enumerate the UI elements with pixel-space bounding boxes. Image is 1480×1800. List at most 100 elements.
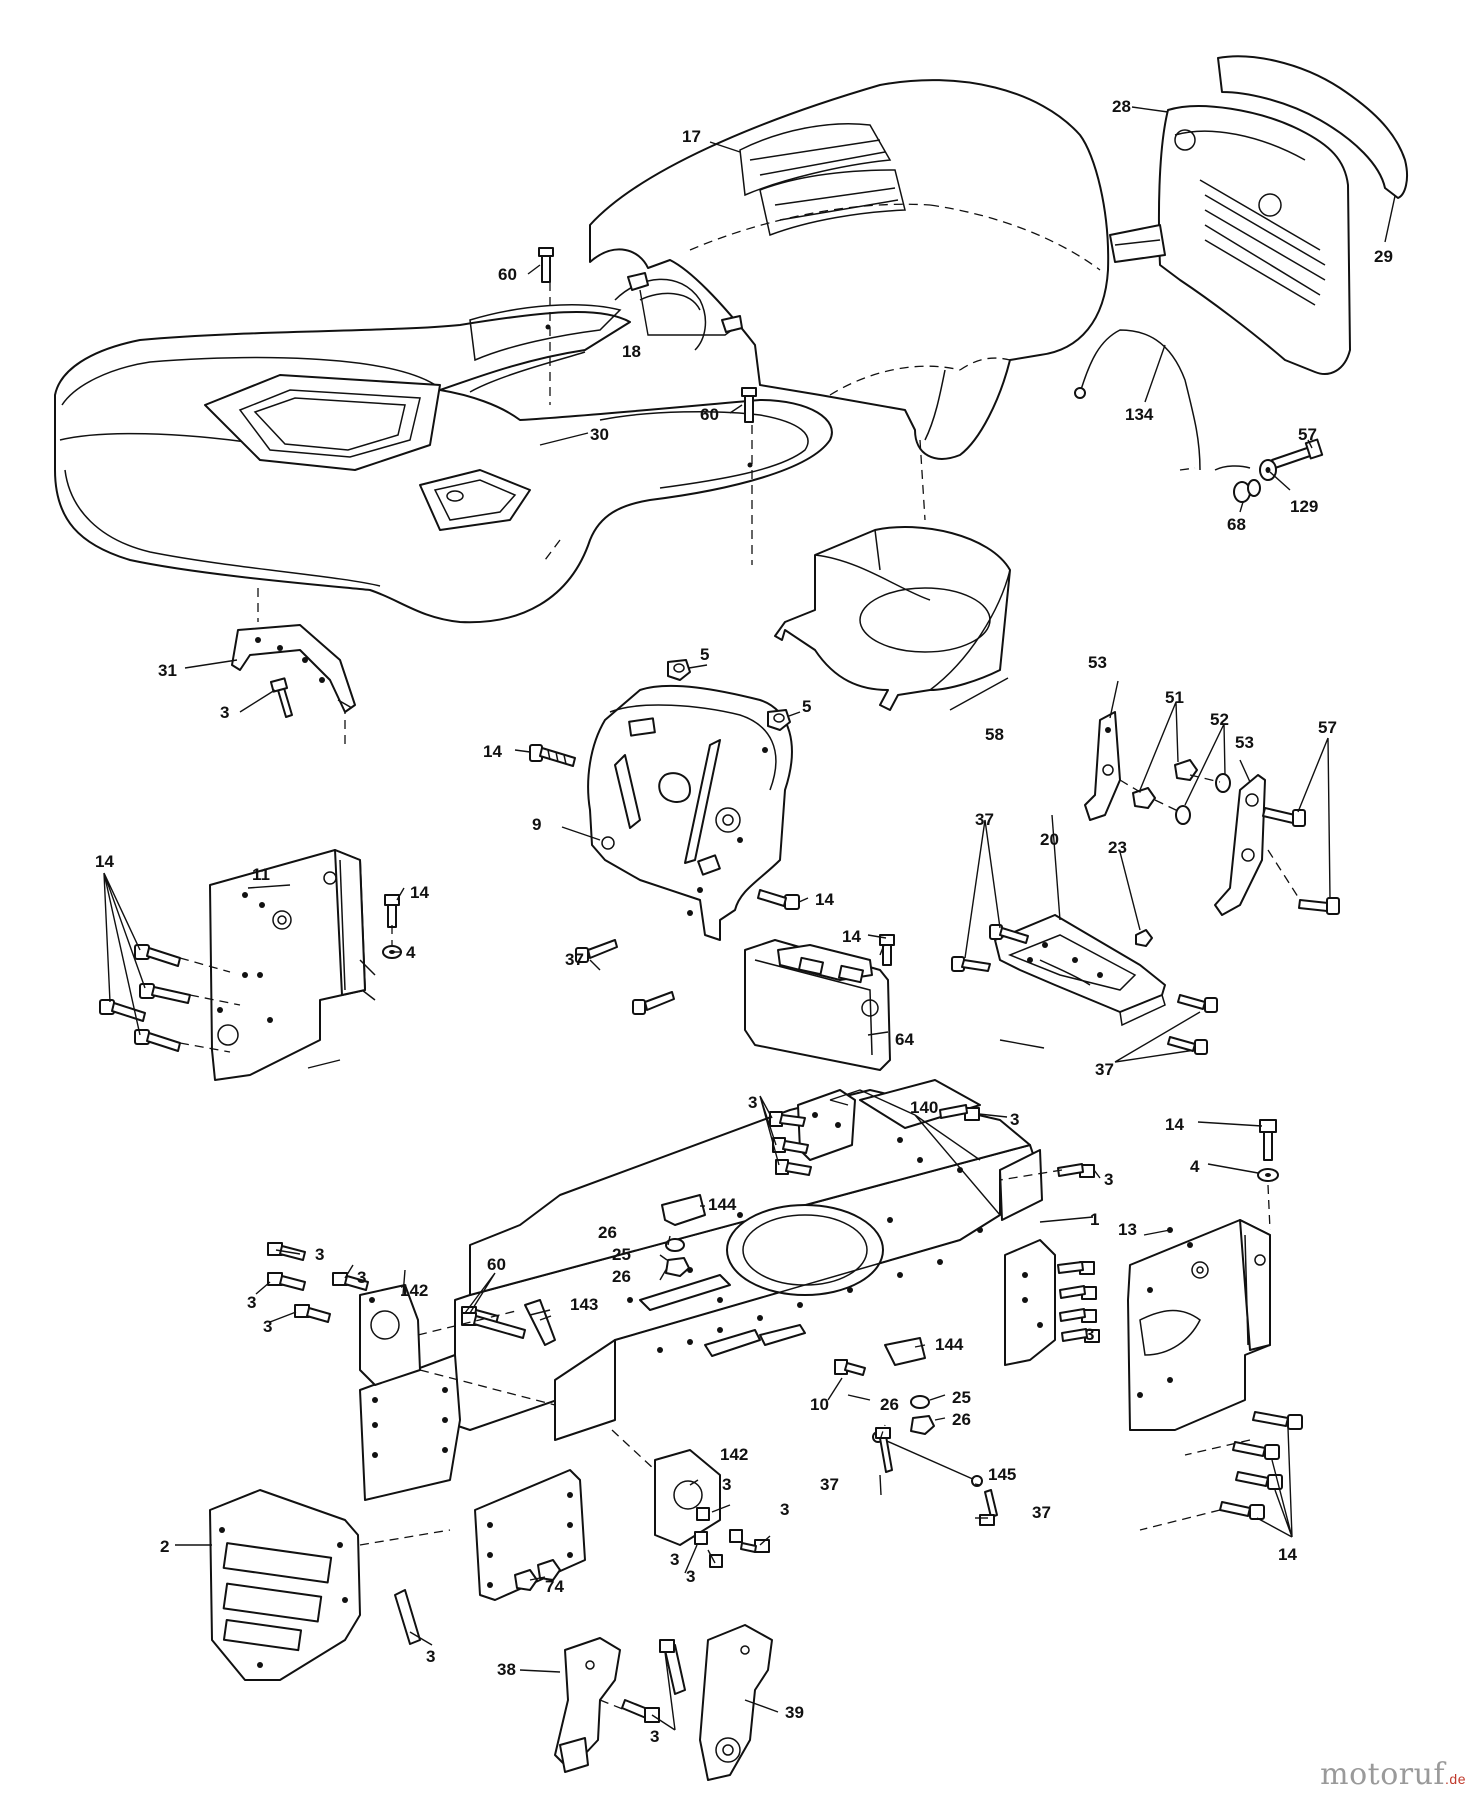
callout-3: 3 (263, 1317, 272, 1336)
callout-144: 144 (708, 1195, 737, 1214)
callout-3: 3 (426, 1647, 435, 1666)
callout-51: 51 (1165, 688, 1184, 707)
support-rod-part (1074, 329, 1251, 471)
nut-68 (1233, 479, 1261, 503)
screw-37-plate-a (951, 956, 991, 972)
nut-26-upper (665, 1257, 690, 1277)
nut-5-a (667, 659, 691, 681)
nut-51-b (1132, 787, 1156, 809)
dash-panel-part (587, 684, 793, 941)
callout-labels: 17 28 29 60 18 60 134 30 57 129 68 5 31 … (95, 97, 1393, 1746)
screw-14-left-1 (134, 944, 181, 967)
callout-23: 23 (1108, 838, 1127, 857)
screw-3-bracket (269, 677, 293, 718)
callout-26: 26 (880, 1395, 899, 1414)
nut-51-a (1174, 759, 1198, 781)
callout-37: 37 (565, 950, 584, 969)
screw-3-bottom-b (621, 1699, 660, 1723)
nut-5-b (767, 709, 791, 731)
screw-37-plate-c (1177, 994, 1218, 1013)
callout-4: 4 (1190, 1157, 1200, 1176)
callout-13: 13 (1118, 1220, 1137, 1239)
main-frame-part (454, 1079, 1043, 1441)
screw-37-plate-b (989, 924, 1029, 944)
pivot-dashes (1119, 774, 1301, 901)
callout-2: 2 (160, 1537, 169, 1556)
side-panel-left-part (209, 849, 376, 1081)
washer-52-b (1175, 805, 1191, 825)
callout-64: 64 (895, 1030, 914, 1049)
bracket-144-lower (884, 1337, 926, 1366)
watermark-logo: motoruf.de (1320, 1757, 1466, 1792)
battery-tray-part (744, 939, 891, 1071)
callout-57: 57 (1298, 425, 1317, 444)
callout-5: 5 (802, 697, 811, 716)
bolts-60-frame (461, 1312, 526, 1339)
callout-142: 142 (400, 1281, 428, 1300)
lift-bracket-53-left (1084, 711, 1121, 821)
nut-26-lower (910, 1415, 935, 1435)
callout-3: 3 (686, 1567, 695, 1586)
callout-14: 14 (410, 883, 429, 902)
callout-4: 4 (406, 943, 416, 962)
callout-14: 14 (95, 852, 114, 871)
callout-14: 14 (815, 890, 834, 909)
callout-3: 3 (650, 1727, 659, 1746)
frame-rear-plate (359, 1354, 461, 1501)
callout-37: 37 (975, 810, 994, 829)
callout-25: 25 (612, 1245, 631, 1264)
callout-28: 28 (1112, 97, 1131, 116)
bracket-31-part (231, 624, 356, 713)
hood-part (589, 79, 1110, 460)
bracket-38-part (554, 1637, 621, 1773)
washer-25-upper (665, 1238, 685, 1252)
callout-38: 38 (497, 1660, 516, 1679)
leftpanel-dashes (179, 925, 393, 1053)
callout-30: 30 (590, 425, 609, 444)
hood-clip-part (627, 272, 743, 336)
bolt-57-lower (1298, 897, 1340, 915)
screw-14-right-4 (1219, 1501, 1265, 1520)
nut-23 (1135, 929, 1153, 947)
lift-bracket-53-right (1214, 774, 1266, 916)
callout-60: 60 (487, 1255, 506, 1274)
callout-74: 74 (545, 1577, 564, 1596)
callout-9: 9 (532, 815, 541, 834)
callout-3: 3 (722, 1475, 731, 1494)
leader-lines (103, 106, 1396, 1731)
fender-part (54, 304, 833, 624)
callout-58: 58 (985, 725, 1004, 744)
callout-52: 52 (1210, 710, 1229, 729)
callout-20: 20 (1040, 830, 1059, 849)
bracket-143-part (524, 1299, 556, 1346)
callout-144: 144 (935, 1335, 964, 1354)
callout-68: 68 (1227, 515, 1246, 534)
screw-37-panel-a (575, 939, 618, 963)
washer-129 (1259, 459, 1277, 481)
callout-129: 129 (1290, 497, 1318, 516)
bracket-144-upper (661, 1194, 706, 1226)
frame-dashes (359, 1169, 1271, 1711)
callout-26: 26 (598, 1223, 617, 1242)
callout-3: 3 (780, 1500, 789, 1519)
callout-10: 10 (810, 1395, 829, 1414)
bolt-57-upper (1262, 807, 1306, 827)
washer-4-right (1257, 1168, 1279, 1182)
watermark-main-text: motoruf (1320, 1757, 1446, 1792)
screw-3-bottom-a (659, 1639, 686, 1695)
callout-53: 53 (1088, 653, 1107, 672)
mount-plate-20-part (994, 914, 1166, 1027)
watermark-domain-suffix: .de (1445, 1771, 1466, 1787)
callout-5: 5 (700, 645, 709, 664)
screw-14-right-3 (1235, 1471, 1283, 1490)
washer-52-a (1215, 773, 1231, 793)
bolt-60-b (741, 387, 757, 468)
callout-14: 14 (483, 742, 502, 761)
callout-31: 31 (158, 661, 177, 680)
callout-14: 14 (1278, 1545, 1297, 1564)
callout-3: 3 (1104, 1170, 1113, 1189)
screw-14-panel-right (757, 889, 800, 910)
screw-14-tray (879, 934, 895, 966)
callout-18: 18 (622, 342, 641, 361)
